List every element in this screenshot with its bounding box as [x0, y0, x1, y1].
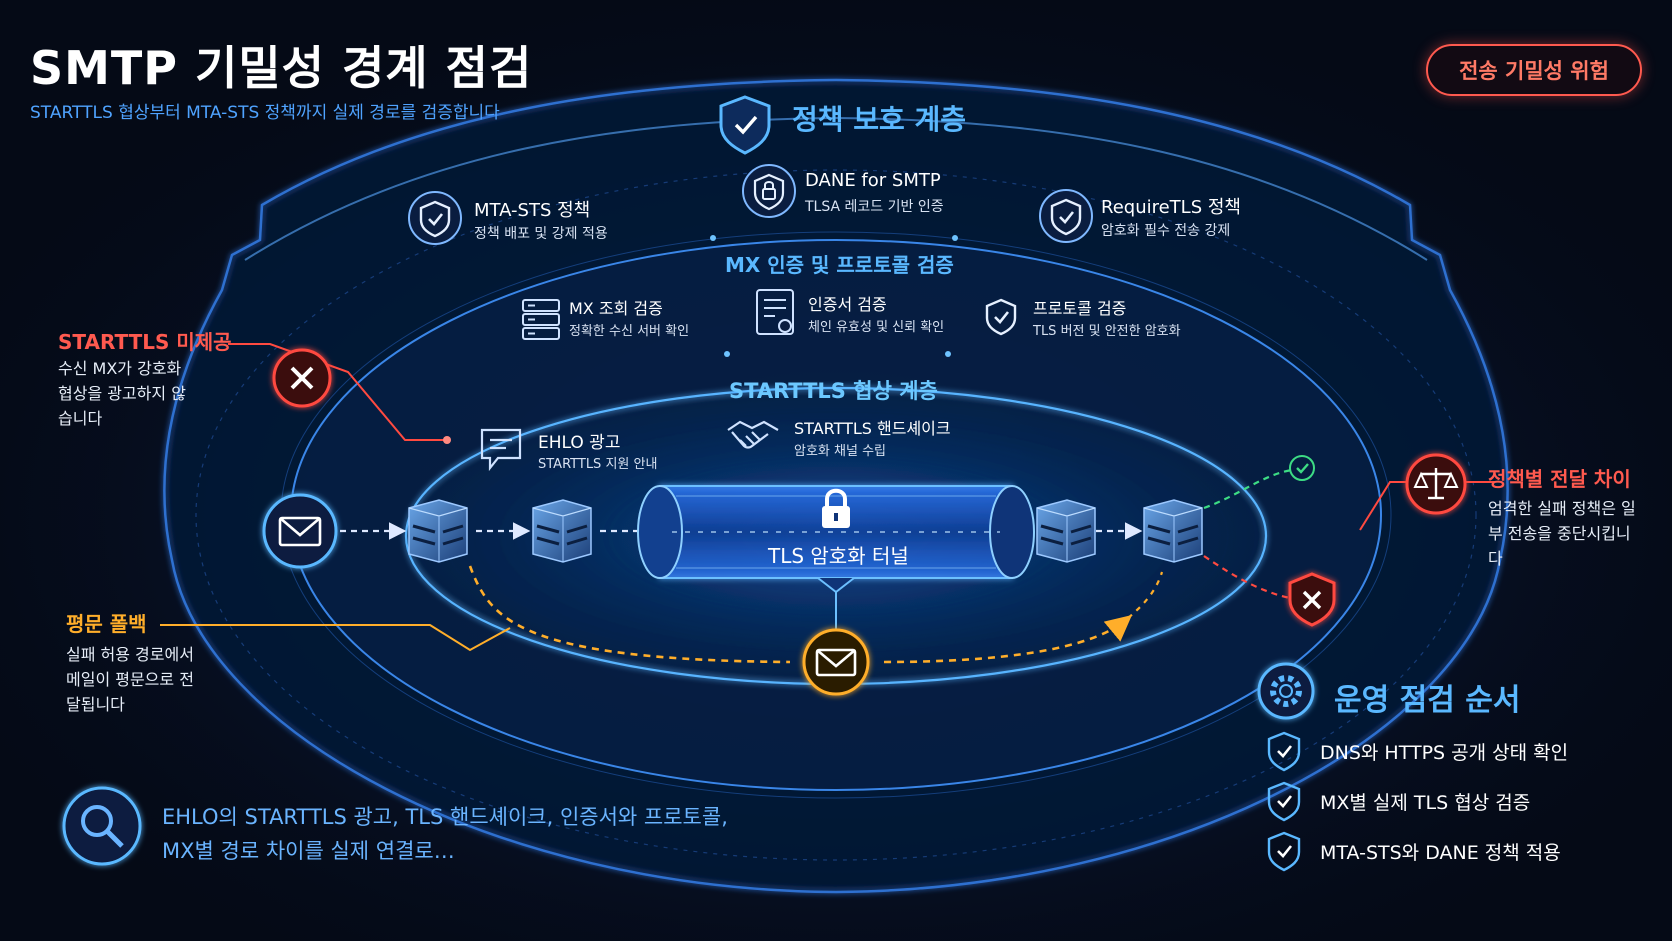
starttls-missing-connector — [228, 343, 447, 441]
tls-tunnel — [637, 485, 1035, 594]
dane-lock-shield-icon — [742, 164, 796, 218]
mx-lookup-server-icon — [522, 299, 560, 340]
requiretls-shield-icon — [1039, 189, 1093, 243]
page-subtitle: STARTTLS 협상부터 MTA-STS 정책까지 실제 경로를 검증합니다 — [30, 103, 500, 123]
ehlo-chat-icon — [480, 428, 522, 472]
delivery-blocked-shield-icon — [1288, 572, 1336, 627]
receiving-edge-server-icon — [1035, 498, 1097, 564]
cert-check-title: 인증서 검증 — [808, 295, 887, 314]
relay-mta-server-icon — [531, 498, 593, 564]
operations-title: 운영 점검 순서 — [1334, 683, 1521, 718]
mx-lookup-title: MX 조회 검증 — [569, 299, 663, 318]
tunnel-padlock-icon — [822, 488, 850, 528]
starttls-missing-connector-dot — [443, 436, 451, 444]
plaintext-fallback-connector — [160, 624, 511, 652]
delivery-success-icon — [1289, 455, 1315, 481]
handshake-title: STARTTLS 핸드셰이크 — [794, 419, 951, 438]
ehlo-desc: STARTTLS 지원 안내 — [538, 457, 658, 472]
ops-step-2-shield-icon — [1267, 781, 1301, 822]
sender-envelope-icon — [262, 493, 338, 569]
policy-layer-shield-icon — [719, 95, 771, 155]
ring-node-dots — [710, 235, 958, 357]
mta-sts-title: MTA-STS 정책 — [474, 200, 591, 221]
ehlo-title: EHLO 광고 — [538, 433, 621, 453]
mx-layer-title: MX 인증 및 프로토콜 검증 — [725, 253, 954, 277]
ops-step-3: MTA-STS와 DANE 정책 적용 — [1320, 842, 1561, 864]
requiretls-title: RequireTLS 정책 — [1101, 197, 1241, 218]
cert-check-desc: 체인 유효성 및 신뢰 확인 — [808, 320, 945, 335]
protocol-check-desc: TLS 버전 및 안전한 암호화 — [1033, 324, 1181, 339]
ops-step-3-shield-icon — [1267, 831, 1301, 872]
sending-mta-server-icon — [407, 498, 469, 564]
receiving-mx-server-icon — [1142, 498, 1204, 564]
certificate-icon — [756, 289, 794, 335]
policy-layer-title: 정책 보호 계층 — [792, 103, 967, 136]
mta-sts-shield-icon — [408, 191, 462, 245]
policy-difference-title: 정책별 전달 차이 — [1488, 467, 1631, 491]
tls-tunnel-label: TLS 암호화 터널 — [768, 544, 909, 568]
page-title: SMTP 기밀성 경계 점검 — [30, 41, 533, 95]
fallback-path-end — [1127, 571, 1164, 619]
handshake-icon — [727, 420, 779, 449]
starttls-missing-title: STARTTLS 미제공 — [58, 330, 232, 354]
protocol-check-title: 프로토콜 검증 — [1033, 299, 1127, 318]
policy-difference-desc: 엄격한 실패 정책은 일부 전송을 중단시킵니다 — [1488, 499, 1636, 568]
operations-gear-icon — [1257, 662, 1315, 720]
ops-step-1: DNS와 HTTPS 공개 상태 확인 — [1320, 742, 1569, 764]
plaintext-fallback-title: 평문 폴백 — [66, 612, 147, 636]
fallback-path-right — [883, 615, 1132, 664]
bottom-note: EHLO의 STARTTLS 광고, TLS 핸드셰이크, 인증서와 프로토콜,… — [162, 805, 728, 863]
plaintext-envelope-icon — [802, 628, 870, 696]
dane-title: DANE for SMTP — [805, 170, 941, 191]
operations-step-shield-icons — [1267, 731, 1301, 872]
mta-sts-desc: 정책 배포 및 강제 적용 — [474, 226, 608, 242]
ops-step-1-shield-icon — [1267, 731, 1301, 772]
starttls-missing-desc: 수신 MX가 강호화 협상을 광고하지 않습니다 — [58, 359, 186, 428]
risk-badge: 전송 기밀성 위험 — [1426, 44, 1642, 96]
starttls-layer-title: STARTTLS 협상 계층 — [729, 379, 938, 403]
ops-step-2: MX별 실제 TLS 협상 검증 — [1320, 792, 1531, 814]
handshake-desc: 암호화 채널 수립 — [794, 444, 886, 459]
plaintext-fallback-desc: 실패 허용 경로에서 메일이 평문으로 전달됩니다 — [66, 645, 194, 714]
search-icon — [62, 786, 142, 866]
success-branch — [1203, 468, 1293, 510]
dane-desc: TLSA 레코드 기반 인증 — [805, 199, 944, 215]
starttls-missing-error-icon — [272, 348, 332, 408]
policy-scale-icon — [1405, 453, 1467, 515]
mx-lookup-desc: 정확한 수신 서버 확인 — [569, 324, 690, 339]
requiretls-desc: 암호화 필수 전송 강제 — [1101, 223, 1231, 239]
